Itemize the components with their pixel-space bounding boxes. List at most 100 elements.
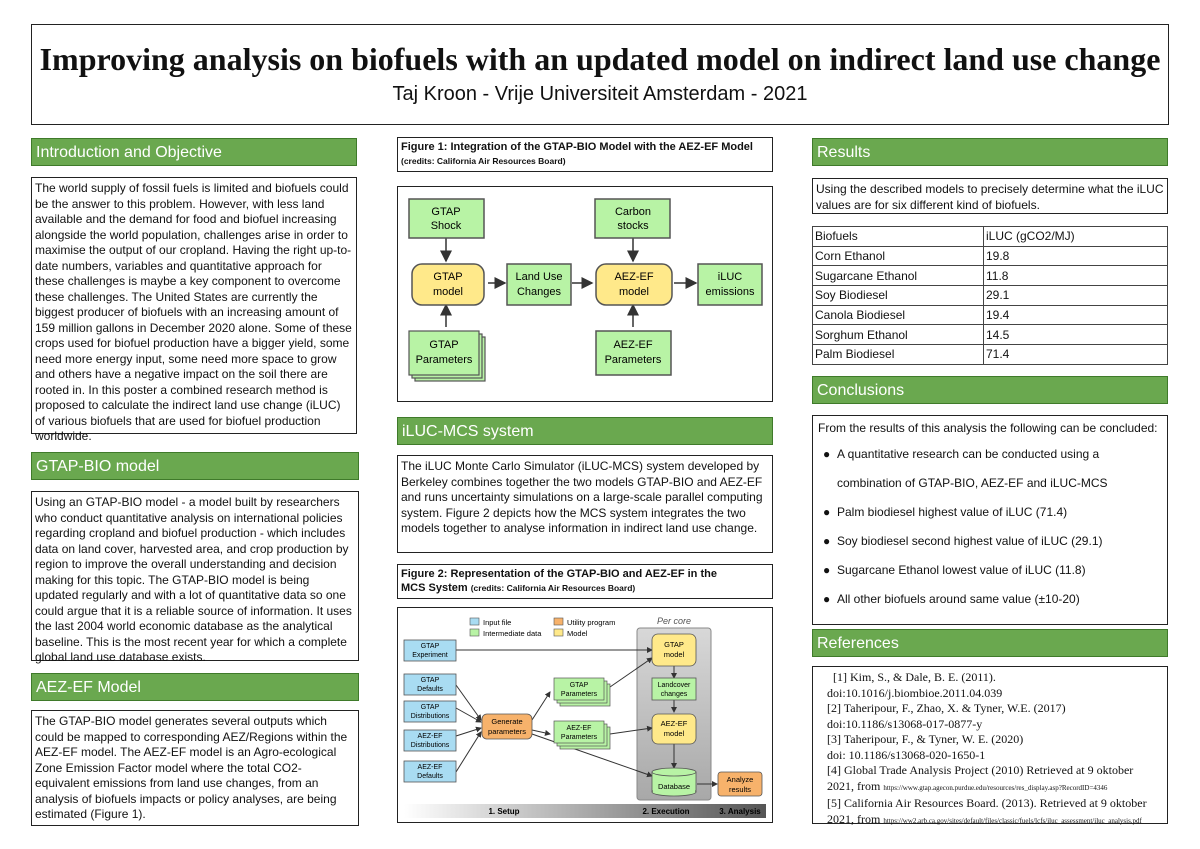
legend-utility: Utility program: [567, 618, 615, 627]
table-row: Corn Ethanol 19.8: [812, 245, 1168, 267]
mcs-aez-params-label-1: AEZ-EF: [567, 725, 592, 732]
intro-heading: Introduction and Objective: [31, 138, 357, 166]
phase-setup: 1. Setup: [488, 807, 519, 816]
aez-params-label-1: AEZ-EF: [613, 339, 652, 351]
mcs-aez-params-node: [553, 720, 605, 744]
reference-2a: [2] Taheripour, F., Zhao, X. & Tyner, W.…: [827, 701, 1066, 715]
reference-5-url[interactable]: https://ww2.arb.ca.gov/sites/default/fil…: [883, 816, 1142, 825]
poster-title: Improving analysis on biofuels with an u…: [39, 41, 1161, 77]
land-use-label-2: Changes: [517, 286, 562, 298]
references-box: [1] Kim, S., & Dale, B. E. (2011). doi:1…: [812, 666, 1168, 826]
database-node: [651, 767, 697, 797]
figure2-title-1: Figure 2: Representation of the GTAP-BIO…: [401, 568, 717, 580]
gtap-distributions-node: [403, 700, 457, 723]
list-item: ●Soy biodiesel second highest value of i…: [823, 534, 1103, 548]
figure1-caption: Figure 1: Integration of the GTAP-BIO Mo…: [397, 137, 773, 172]
landcover-node: [651, 677, 697, 701]
legend-intermediate: Intermediate data: [483, 629, 542, 638]
table-row: Palm Biodiesel 71.4: [812, 344, 1168, 365]
conclusion-text: combination of GTAP-BIO, AEZ-EF and iLUC…: [837, 476, 1108, 490]
intro-body: The world supply of fossil fuels is limi…: [31, 177, 357, 443]
aez-distributions-label-2: Distributions: [411, 742, 450, 749]
figure1-title: Figure 1: Integration of the GTAP-BIO Mo…: [401, 141, 753, 153]
aez-defaults-label-2: Defaults: [417, 773, 443, 780]
analyze-label-2: results: [729, 785, 751, 794]
carbon-stocks-label-2: stocks: [617, 220, 649, 232]
aez-body: The GTAP-BIO model generates several out…: [31, 710, 359, 826]
phase-execution: 2. Execution: [642, 807, 689, 816]
figure2-diagram: Input file Intermediate data Model Utili…: [397, 607, 773, 823]
iluc-label-2: emissions: [706, 286, 755, 298]
list-item: ●Sugarcane Ethanol lowest value of iLUC …: [823, 563, 1086, 577]
figure1-credit: (credits: California Air Resources Board…: [401, 156, 566, 166]
conclusion-text: Sugarcane Ethanol lowest value of iLUC (…: [837, 563, 1086, 577]
conclusion-text: Soy biodiesel second highest value of iL…: [837, 534, 1103, 548]
mcs-gtap-model-label-1: GTAP: [664, 640, 684, 649]
row-fuel: Sugarcane Ethanol: [812, 265, 984, 287]
generate-label-1: Generate: [491, 717, 522, 726]
gtap-defaults-node: [403, 673, 457, 696]
reference-4b: 2021, from: [827, 778, 881, 793]
conclusion-text: A quantitative research can be conducted…: [837, 447, 1100, 461]
input-files: GTAP Experiment GTAP Defaults GTAP Distr…: [403, 639, 457, 783]
aez-heading: AEZ-EF Model: [31, 673, 359, 701]
reference-2b: doi:10.1186/s13068-017-0877-y: [827, 716, 983, 731]
figure2-title-2: MCS System: [401, 582, 468, 594]
phase-bar: [404, 804, 766, 818]
list-item: ●Palm biodiesel highest value of iLUC (7…: [823, 505, 1068, 519]
per-core-label: Per core: [657, 616, 691, 626]
database-label: Database: [658, 782, 690, 791]
row-value: 19.8: [983, 245, 1168, 267]
generate-label-2: parameters: [488, 727, 526, 736]
aez-distributions-label-1: AEZ-EF: [418, 733, 443, 740]
mcs-heading: iLUC-MCS system: [397, 417, 773, 445]
gtap-shock-label-2: Shock: [431, 220, 462, 232]
gtap-model-label-2: model: [433, 286, 463, 298]
row-fuel: Soy Biodiesel: [812, 285, 984, 306]
mcs-gtap-model-node: [651, 633, 697, 667]
results-heading: Results: [812, 138, 1168, 166]
reference-4-url[interactable]: https://www.gtap.agecon.purdue.edu/resou…: [883, 783, 1108, 792]
gtap-defaults-label-2: Defaults: [417, 686, 443, 693]
poster-subtitle: Taj Kroon - Vrije Universiteit Amsterdam…: [392, 83, 808, 105]
gtap-body: Using an GTAP-BIO model - a model built …: [31, 491, 359, 664]
mcs-aez-model-label-2: model: [664, 729, 685, 738]
header-biofuels: Biofuels: [812, 226, 984, 247]
reference-1a: [1] Kim, S., & Dale, B. E. (2011).: [833, 670, 996, 684]
aez-model-label-2: model: [619, 286, 649, 298]
row-fuel: Canola Biodiesel: [812, 304, 984, 326]
iluc-label-1: iLUC: [718, 271, 743, 283]
mcs-body: The iLUC Monte Carlo Simulator (iLUC-MCS…: [397, 455, 773, 553]
row-fuel: Corn Ethanol: [812, 245, 984, 267]
conclusion-text: All other biofuels around same value (±1…: [837, 592, 1080, 606]
figure1-diagram: GTAP Shock Carbon stocks GTAP model Land…: [397, 186, 773, 402]
land-use-label-1: Land Use: [515, 271, 562, 283]
table-header-row: Biofuels iLUC (gCO2/MJ): [812, 226, 1168, 247]
mcs-gtap-params-label-2: Parameters: [561, 691, 598, 698]
gtap-experiment-label-2: Experiment: [412, 652, 447, 659]
header-iluc: iLUC (gCO2/MJ): [983, 226, 1168, 247]
legend-input-file: Input file: [483, 618, 511, 627]
aez-defaults-node: [403, 760, 457, 783]
gtap-experiment-node: [403, 639, 457, 662]
results-table: Biofuels iLUC (gCO2/MJ) Corn Ethanol 19.…: [812, 226, 1168, 365]
gtap-model-label-1: GTAP: [433, 271, 462, 283]
table-row: Sorghum Ethanol 14.5: [812, 324, 1168, 346]
gtap-shock-node: [408, 198, 485, 239]
conclusions-heading: Conclusions: [812, 376, 1168, 404]
conclusions-intro: From the results of this analysis the fo…: [818, 421, 1158, 435]
analyze-label-1: Analyze: [727, 775, 754, 784]
landcover-label-2: changes: [661, 691, 688, 698]
gtap-params-node: [408, 330, 480, 376]
analyze-results-node: [717, 771, 763, 797]
gtap-heading: GTAP-BIO model: [31, 452, 359, 480]
aez-model-node: [595, 263, 673, 306]
table-row: Sugarcane Ethanol 11.8: [812, 265, 1168, 287]
row-value: 11.8: [983, 265, 1168, 287]
carbon-stocks-node: [594, 198, 671, 239]
mcs-gtap-model-label-2: model: [664, 650, 685, 659]
figure1-svg: GTAP Shock Carbon stocks GTAP model Land…: [408, 198, 763, 382]
reference-1b: doi:10.1016/j.biombioe.2011.04.039: [827, 685, 1003, 700]
results-intro: Using the described models to precisely …: [812, 178, 1168, 214]
list-item: ●All other biofuels around same value (±…: [823, 592, 1080, 606]
